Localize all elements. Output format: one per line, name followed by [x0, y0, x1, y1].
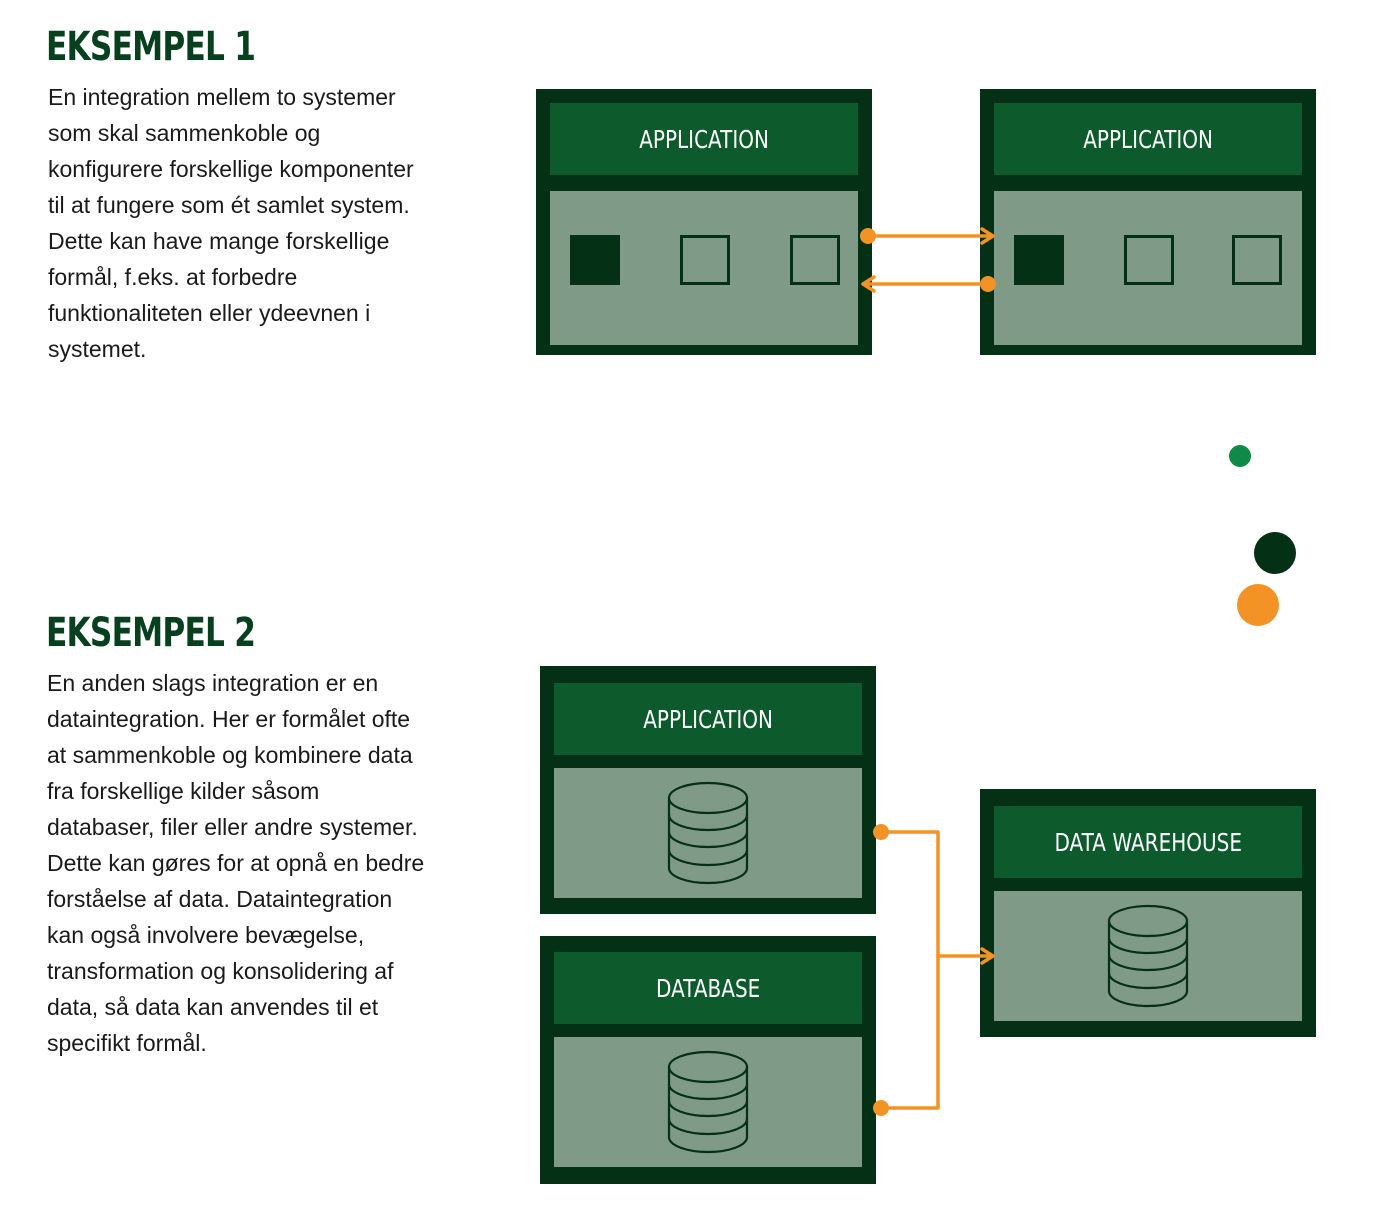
example2-line: data, så data kan anvendes til et: [47, 994, 379, 1020]
example2-description: En anden slags integration er en dataint…: [47, 665, 424, 1061]
example1-line: Dette kan have mange forskellige: [48, 228, 390, 254]
component-square-icon: [1124, 235, 1174, 285]
decorative-dot-dark: [1254, 532, 1296, 574]
example1-line: En integration mellem to systemer: [48, 84, 396, 110]
example2-line: forståelse af data. Dataintegration: [47, 886, 393, 912]
component-square-icon: [790, 235, 840, 285]
data-warehouse-box: DATA WAREHOUSE: [980, 789, 1316, 1037]
application-header: APPLICATION: [554, 683, 862, 755]
database-header: DATABASE: [554, 952, 862, 1024]
application-box-right: APPLICATION: [980, 89, 1316, 355]
example2-line: dataintegration. Her er formålet ofte: [47, 706, 411, 732]
decorative-dot-small: [1229, 445, 1251, 467]
decorative-dot-orange: [1237, 584, 1279, 626]
data-warehouse-body: [994, 891, 1302, 1021]
database-source-box: DATABASE: [540, 936, 876, 1184]
example1-line: systemet.: [48, 336, 147, 362]
arrowhead-right: [980, 947, 995, 965]
database-icon: [667, 781, 749, 885]
active-component-icon: [1014, 235, 1064, 285]
example1-line: formål, f.eks. at forbedre: [48, 264, 298, 290]
component-square-icon: [1232, 235, 1282, 285]
database-icon: [1107, 904, 1189, 1008]
example2-line: Dette kan gøres for at opnå en bedre: [47, 850, 425, 876]
example2-line: at sammenkoble og kombinere data: [47, 742, 413, 768]
application-body: [554, 768, 862, 898]
connector-dot: [860, 228, 876, 244]
active-component-icon: [570, 235, 620, 285]
database-body: [554, 1037, 862, 1167]
database-label: DATABASE: [655, 973, 761, 1003]
example2-line: specifikt formål.: [47, 1030, 207, 1056]
example2-line: En anden slags integration er en: [47, 670, 379, 696]
example2-line: fra forskellige kilder såsom: [47, 778, 320, 804]
example1-description: En integration mellem to systemer som sk…: [48, 79, 414, 367]
database-icon: [667, 1050, 749, 1154]
merge-connector: [879, 830, 940, 1110]
example1-line: funktionaliteten eller ydeevnen i: [48, 300, 371, 326]
application-body: [550, 191, 858, 345]
arrowhead-left: [861, 275, 876, 293]
example1-line: til at fungere som ét samlet system.: [48, 192, 410, 218]
example2-line: transformation og konsolidering af: [47, 958, 394, 984]
connector-dot: [980, 276, 996, 292]
application-source-box: APPLICATION: [540, 666, 876, 914]
example2-line: kan også involvere bevægelse,: [47, 922, 365, 948]
example1-line: som skal sammenkoble og: [48, 120, 321, 146]
connector-dot: [873, 1100, 889, 1116]
data-warehouse-label: DATA WAREHOUSE: [1054, 827, 1242, 857]
application-header: APPLICATION: [994, 103, 1302, 175]
arrowhead-right: [980, 227, 995, 245]
component-square-icon: [680, 235, 730, 285]
example1-line: konfigurere forskellige komponenter: [48, 156, 414, 182]
application-body: [994, 191, 1302, 345]
example1-title: EKSEMPEL 1: [46, 24, 256, 70]
application-label: APPLICATION: [1083, 124, 1213, 154]
application-label: APPLICATION: [643, 704, 773, 734]
application-label: APPLICATION: [639, 124, 769, 154]
application-box-left: APPLICATION: [536, 89, 872, 355]
connector-dot: [873, 824, 889, 840]
example2-line: databaser, filer eller andre systemer.: [47, 814, 418, 840]
application-header: APPLICATION: [550, 103, 858, 175]
data-warehouse-header: DATA WAREHOUSE: [994, 806, 1302, 878]
example2-title: EKSEMPEL 2: [46, 610, 256, 656]
